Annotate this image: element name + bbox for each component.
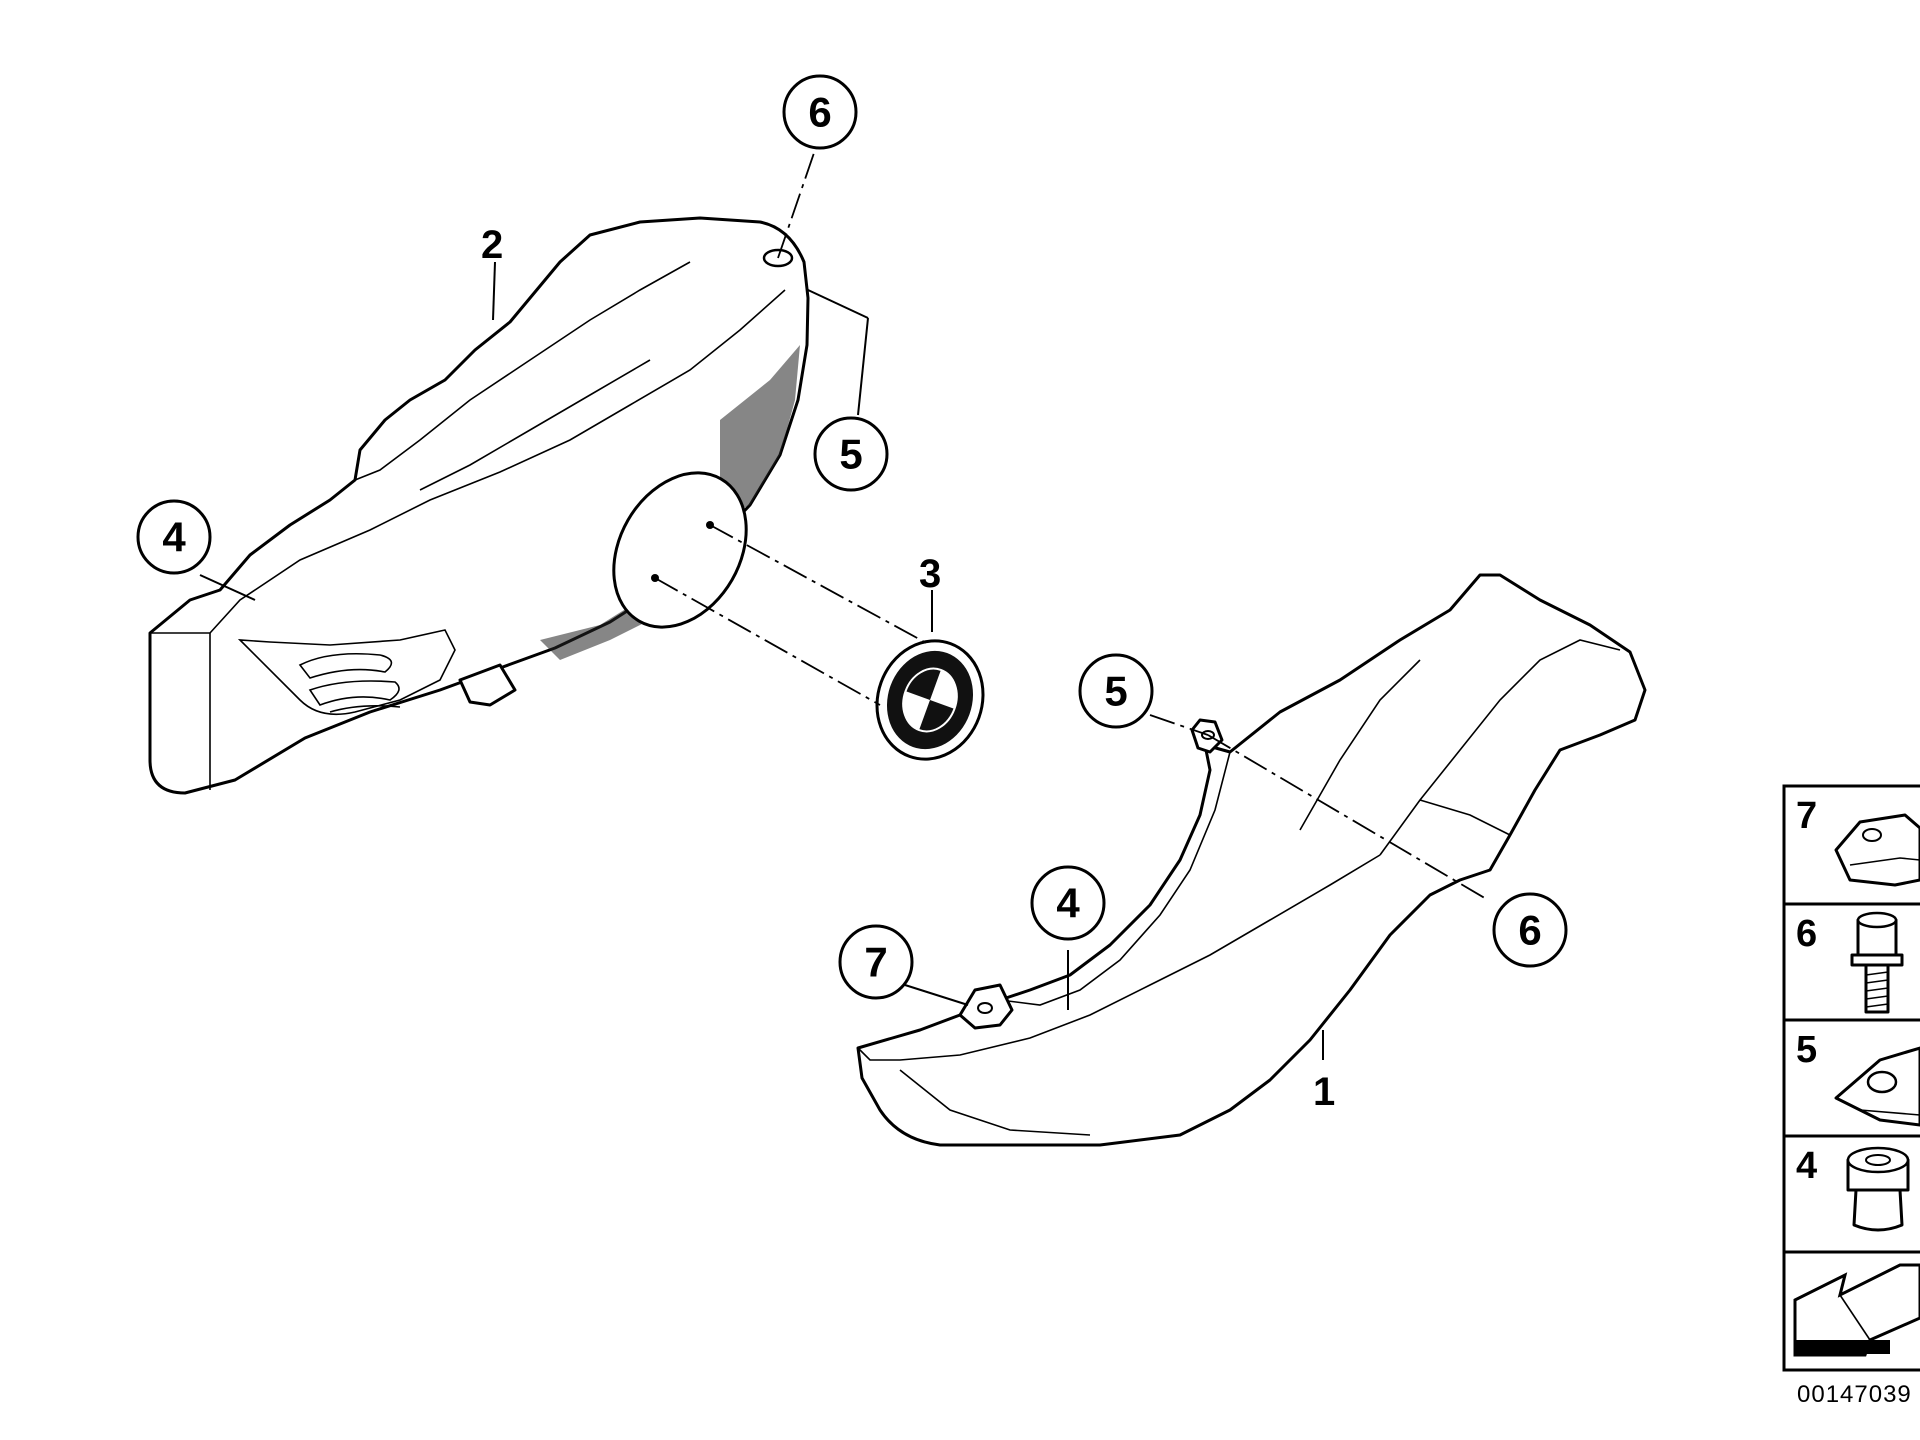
callout-6-right: 6 (1492, 892, 1568, 968)
part-1-lower-cover (856, 573, 1647, 1147)
svg-text:4: 4 (162, 514, 186, 561)
callout-6-top: 6 (782, 74, 858, 150)
legend-panel: 7 6 5 4 (1782, 784, 1920, 1372)
speed-nut-icon (1834, 1046, 1920, 1127)
arrow-icon (1793, 1263, 1920, 1357)
clip-nut-icon (1834, 813, 1920, 887)
legend-label-4: 4 (1796, 1145, 1817, 1187)
svg-text:5: 5 (839, 431, 862, 478)
svg-text:7: 7 (864, 939, 887, 986)
part-2-upper-cover (148, 216, 810, 795)
legend-label-5: 5 (1796, 1029, 1817, 1071)
part-label-2: 2 (481, 223, 503, 267)
callout-7-bottom: 7 (838, 924, 914, 1000)
document-number: 00147039 (1797, 1381, 1912, 1408)
callout-5-mid: 5 (1078, 653, 1154, 729)
callout-5-top: 5 (813, 416, 889, 492)
callout-4-bottom: 4 (1030, 865, 1106, 941)
mesh-grille (540, 345, 800, 660)
grommet-icon (1846, 1146, 1910, 1232)
part-label-3: 3 (919, 552, 941, 596)
callout-4-left: 4 (136, 499, 212, 575)
svg-text:4: 4 (1056, 880, 1080, 927)
bolt-icon (1850, 911, 1904, 1014)
part-label-1: 1 (1313, 1070, 1335, 1114)
part-3-emblem (875, 639, 985, 761)
svg-text:5: 5 (1104, 668, 1127, 715)
leader-lines (199, 149, 1489, 1060)
legend-label-7: 7 (1796, 795, 1817, 837)
svg-text:6: 6 (808, 89, 831, 136)
legend-label-6: 6 (1796, 913, 1817, 955)
svg-text:6: 6 (1518, 907, 1541, 954)
